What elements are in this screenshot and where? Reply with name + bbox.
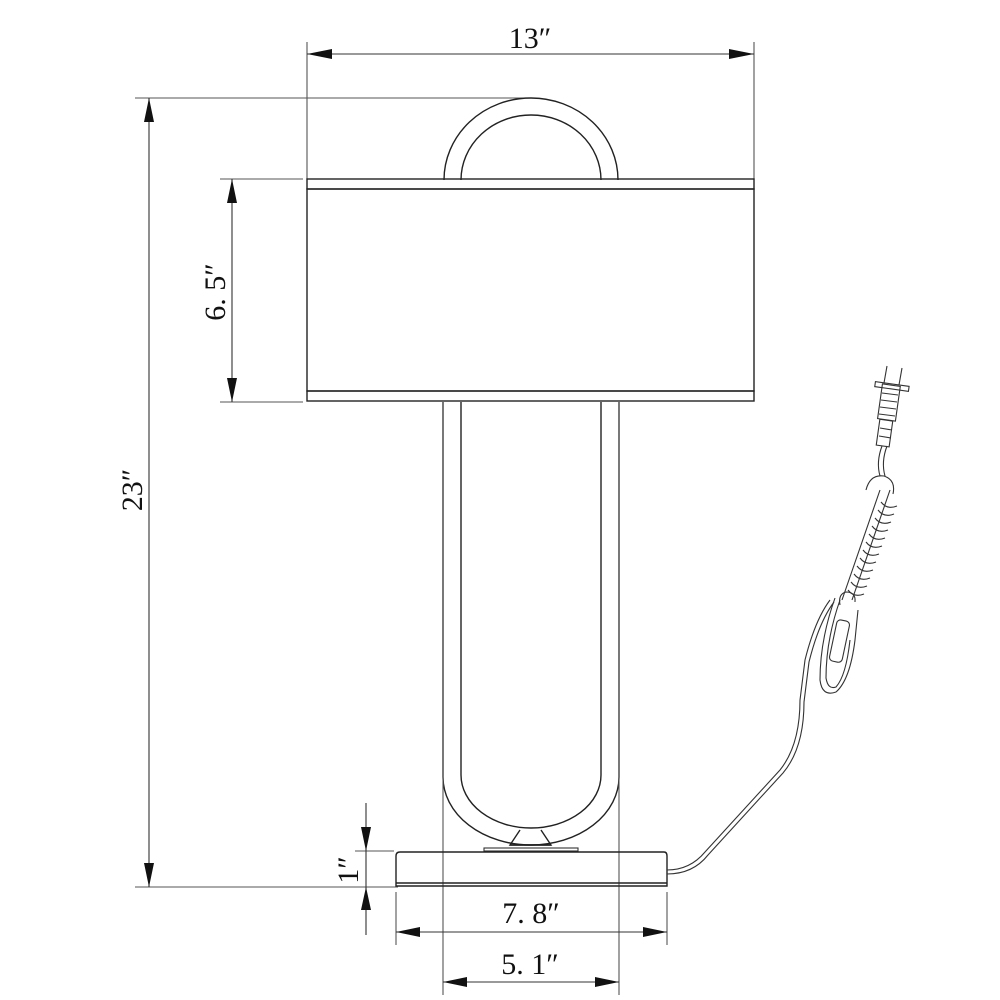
shade-height-dimension: 6. 5″ <box>199 178 303 403</box>
base-width-label: 7. 8″ <box>502 897 560 930</box>
total-height-label: 23″ <box>116 469 149 512</box>
shade-width-dimension: 13″ <box>306 22 755 180</box>
lamp-base <box>395 851 668 887</box>
coiled-cord <box>839 475 898 606</box>
power-cord <box>666 445 898 875</box>
base-height-label: 1″ <box>332 856 365 884</box>
drum-shade <box>306 178 755 402</box>
arrowhead-down-icon <box>144 863 154 887</box>
arrowhead-up-icon <box>144 98 154 122</box>
arrowhead-right-icon <box>729 49 754 59</box>
oval-frame <box>442 402 620 852</box>
arrowhead-up-icon <box>227 179 237 203</box>
arrowhead-down-icon <box>227 378 237 402</box>
base-height-dimension: 1″ <box>332 803 394 935</box>
frame-width-dimension: 5. 1″ <box>442 402 620 995</box>
arrowhead-left-icon <box>307 49 332 59</box>
base-width-dimension: 7. 8″ <box>395 892 668 945</box>
plug-icon <box>874 365 910 448</box>
arrowhead-up-icon <box>361 887 371 910</box>
inline-switch <box>828 619 851 663</box>
arrowhead-down-icon <box>361 827 371 851</box>
total-height-dimension: 23″ <box>116 97 525 888</box>
arrowhead-left-icon <box>443 977 467 987</box>
arrowhead-right-icon <box>643 927 667 937</box>
shade-width-label: 13″ <box>509 22 552 55</box>
frame-width-label: 5. 1″ <box>501 948 559 981</box>
shade-height-label: 6. 5″ <box>199 263 232 321</box>
arrowhead-right-icon <box>595 977 619 987</box>
top-loop <box>443 97 619 181</box>
arrowhead-left-icon <box>396 927 420 937</box>
